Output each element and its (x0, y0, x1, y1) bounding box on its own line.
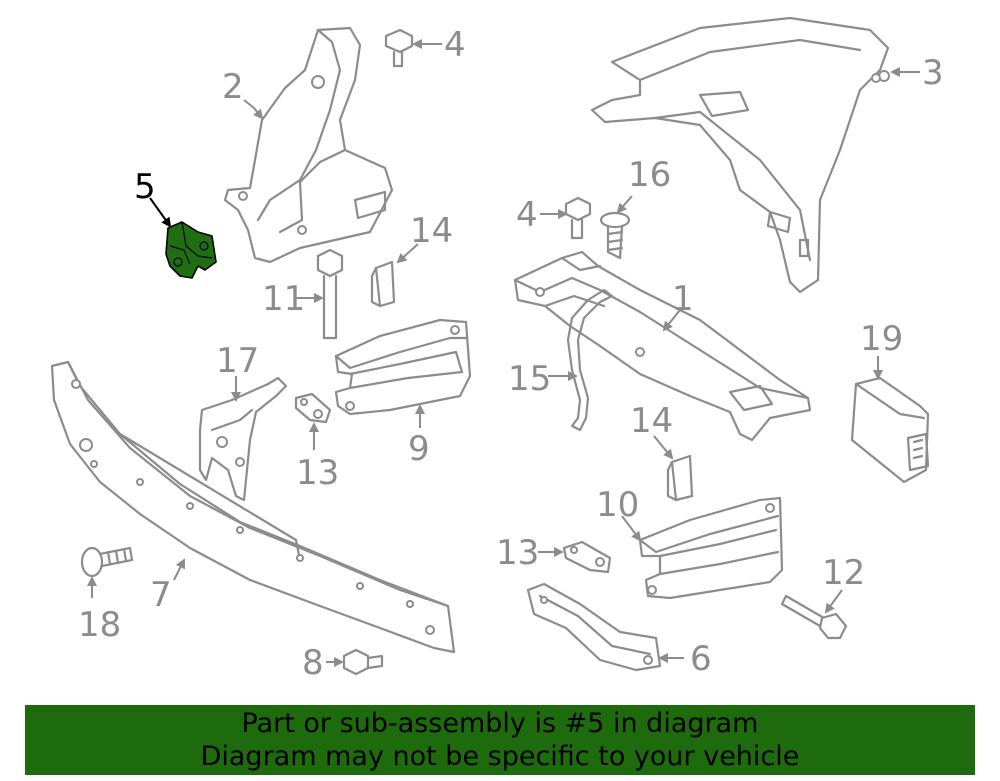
part-11-long-bolt (316, 248, 344, 340)
callout-6: 6 (690, 639, 712, 679)
part-14-bracket-lower (666, 454, 694, 502)
callout-15: 15 (508, 359, 551, 399)
callout-1: 1 (672, 279, 694, 319)
callout-14-upper: 14 (410, 211, 453, 251)
callout-10: 10 (596, 485, 639, 525)
callout-5: 5 (134, 167, 156, 207)
part-5-bracket-highlighted (165, 221, 217, 279)
callout-4-middle: 4 (516, 195, 538, 235)
part-10-lower-bracket (638, 496, 784, 600)
callout-14-lower: 14 (630, 401, 673, 441)
part-6-lower-brace (526, 582, 662, 672)
part-2-side-bracket (223, 26, 394, 264)
callout-8: 8 (302, 643, 324, 683)
callout-19: 19 (860, 319, 903, 359)
callout-2: 2 (222, 67, 244, 107)
callout-17: 17 (216, 341, 259, 381)
notice-line-disclaimer: Diagram may not be specific to your vehi… (200, 741, 800, 772)
part-13-plate-lower (562, 540, 612, 574)
leader-lines (87, 39, 920, 667)
part-18-bolt (80, 546, 134, 578)
callout-13-upper: 13 (296, 453, 339, 493)
callout-7: 7 (150, 575, 172, 615)
part-19-module (850, 376, 930, 484)
part-17-bracket (198, 376, 288, 502)
parts-diagram: 1 2 3 4 4 5 6 7 8 9 10 11 12 13 13 14 14… (50, 16, 944, 683)
part-15-wire-harness (566, 288, 614, 432)
part-3-upper-support-frame (590, 16, 890, 294)
callout-9: 9 (408, 429, 430, 469)
part-14-bracket-upper (370, 260, 396, 308)
part-9-lower-bracket (334, 318, 472, 416)
part-4-bolt-upper (384, 28, 414, 68)
callout-18: 18 (78, 605, 121, 645)
part-7-bumper-reinforcement (50, 360, 456, 654)
part-8-bolt (342, 648, 384, 676)
part-12-bolt (780, 594, 848, 640)
part-16-clip (599, 211, 631, 260)
callout-11: 11 (262, 279, 305, 319)
callout-numbers: 1 2 3 4 4 5 6 7 8 9 10 11 12 13 13 14 14… (78, 25, 944, 683)
notice-banner: Part or sub-assembly is #5 in diagram Di… (25, 705, 975, 775)
callout-13-lower: 13 (496, 533, 539, 573)
part-4-bolt-middle (564, 196, 592, 240)
callout-16: 16 (628, 155, 671, 195)
part-13-plate-upper (294, 392, 332, 424)
part-1-crossmember (513, 250, 812, 442)
notice-line-part-number: Part or sub-assembly is #5 in diagram (241, 708, 759, 739)
callout-12: 12 (822, 553, 865, 593)
callout-3: 3 (922, 53, 944, 93)
callout-4-upper: 4 (444, 25, 466, 65)
